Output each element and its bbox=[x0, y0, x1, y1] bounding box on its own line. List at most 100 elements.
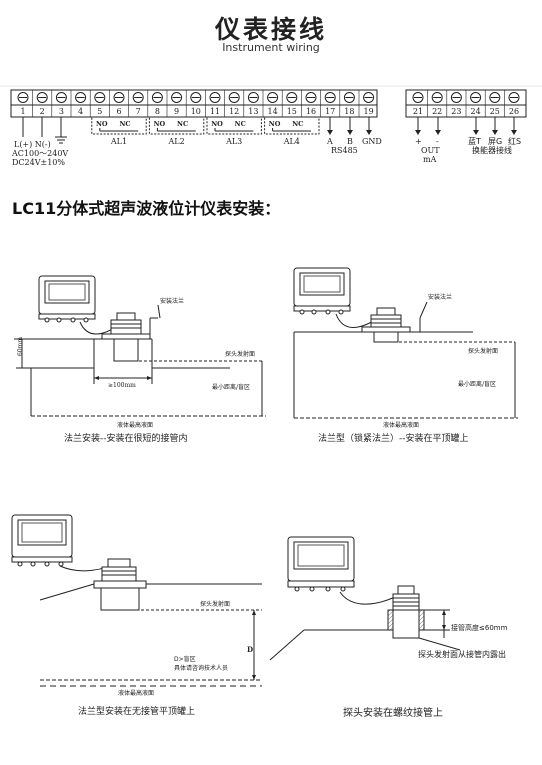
terminal-screw-1 bbox=[17, 92, 29, 103]
wire-color-blue: 蓝T bbox=[468, 136, 481, 146]
out-unit-label: mA bbox=[423, 155, 437, 164]
relay-no-label: NO bbox=[269, 120, 281, 128]
terminal-screw-21 bbox=[412, 92, 424, 103]
caption-2: 法兰型（锁紧法兰）--安装在平顶罐上 bbox=[318, 432, 469, 444]
terminal-screw-8 bbox=[151, 92, 163, 103]
terminal-number: 1 bbox=[20, 107, 25, 116]
terminal-number: 4 bbox=[78, 107, 83, 116]
terminal-number: 7 bbox=[136, 107, 141, 116]
relay-al2: NO NC AL2 bbox=[148, 116, 205, 146]
terminal-screw-5 bbox=[94, 92, 106, 103]
ground-icon bbox=[55, 136, 67, 144]
terminal-screw-17 bbox=[324, 92, 336, 103]
terminal-screw-13 bbox=[247, 92, 259, 103]
terminal-number: 25 bbox=[490, 107, 500, 116]
terminal-number: 13 bbox=[248, 107, 258, 116]
terminal-screw-2 bbox=[36, 92, 48, 103]
diagram-flange-short-nozzle: 60mm ≥100mm 安装法兰 探头发射面 最小距离/盲区 液体最高液面 法兰… bbox=[14, 275, 266, 444]
note-consult: 具体请咨询技术人员 bbox=[174, 664, 228, 672]
terminal-number: 10 bbox=[191, 107, 201, 116]
terminal-number: 5 bbox=[97, 107, 102, 116]
terminal-number: 24 bbox=[471, 107, 481, 116]
rs485-b-label: B bbox=[347, 137, 353, 146]
terminal-screw-6 bbox=[113, 92, 125, 103]
relay-nc-label: NC bbox=[292, 120, 303, 128]
level-label-3: 液体最高液面 bbox=[118, 689, 154, 697]
terminal-screw-24 bbox=[470, 92, 482, 103]
terminal-screw-10 bbox=[190, 92, 202, 103]
terminal-screw-4 bbox=[75, 92, 87, 103]
caption-1: 法兰安装--安装在很短的接管内 bbox=[64, 432, 188, 444]
relay-nc-label: NC bbox=[177, 120, 188, 128]
face-label-4: 探头发射面从接管内露出 bbox=[418, 649, 506, 659]
relay-name-label: AL2 bbox=[168, 137, 185, 146]
power-label: L(+) N(-) bbox=[14, 140, 51, 149]
face-label-1: 探头发射面 bbox=[225, 350, 255, 358]
terminal-number: 8 bbox=[155, 107, 160, 116]
wire-color-red: 红S bbox=[508, 136, 521, 146]
relay-nc-label: NC bbox=[119, 120, 130, 128]
power-dc-label: DC24V±10% bbox=[12, 158, 65, 167]
terminal-screw-3 bbox=[55, 92, 67, 103]
page-subtitle: Instrument wiring bbox=[222, 41, 320, 54]
blind-label-2: 最小距离/盲区 bbox=[458, 380, 496, 388]
controller-box bbox=[38, 275, 96, 323]
out-plus-label: + bbox=[415, 137, 422, 146]
terminal-number: 17 bbox=[325, 107, 335, 116]
relay-name-label: AL4 bbox=[283, 137, 300, 146]
transducer-label: 换能器接线 bbox=[472, 145, 512, 155]
terminal-number: 2 bbox=[40, 107, 45, 116]
caption-4: 探头安装在螺纹接管上 bbox=[343, 706, 443, 719]
terminal-number: 19 bbox=[364, 107, 374, 116]
terminal-screw-9 bbox=[171, 92, 183, 103]
out-minus-label: - bbox=[436, 137, 439, 146]
terminal-screw-11 bbox=[209, 92, 221, 103]
diagram-flange-no-nozzle: 探头发射面 D D>盲区 具体请咨询技术人员 液体最高液面 法兰型安装在无接管平… bbox=[11, 514, 262, 717]
section-title: LC11分体式超声波液位计仪表安装： bbox=[12, 199, 281, 218]
relay-al4: NO NC AL4 bbox=[264, 116, 320, 146]
terminal-screw-12 bbox=[228, 92, 240, 103]
terminal-screw-25 bbox=[489, 92, 501, 103]
face-label-2: 探头发射面 bbox=[468, 347, 498, 355]
terminal-screw-26 bbox=[508, 92, 520, 103]
level-label-1: 液体最高液面 bbox=[117, 421, 153, 429]
relay-nc-label: NC bbox=[235, 120, 246, 128]
terminal-number: 23 bbox=[451, 107, 461, 116]
terminal-screw-15 bbox=[286, 92, 298, 103]
terminal-screw-7 bbox=[132, 92, 144, 103]
diagram-thread-nozzle: 接管高度≤60mm 探头发射面从接管内露出 探头安装在螺纹接管上 bbox=[269, 536, 508, 719]
height-60mm-label: 60mm bbox=[17, 337, 24, 356]
out-label: OUT bbox=[421, 146, 440, 155]
terminal-number: 21 bbox=[413, 107, 423, 116]
terminal-screw-22 bbox=[431, 92, 443, 103]
power-ac-label: AC100～240V bbox=[11, 149, 68, 158]
gnd-label: GND bbox=[362, 137, 382, 146]
wire-color-shield: 屏G bbox=[488, 137, 502, 146]
terminal-number: 16 bbox=[306, 107, 316, 116]
width-100mm-label: ≥100mm bbox=[108, 382, 136, 389]
relay-no-label: NO bbox=[211, 120, 223, 128]
relay-no-label: NO bbox=[96, 120, 108, 128]
terminal-number: 9 bbox=[174, 107, 179, 116]
terminal-screw-19 bbox=[363, 92, 375, 103]
relay-no-label: NO bbox=[154, 120, 166, 128]
controller-box bbox=[293, 267, 351, 315]
terminal-screw-23 bbox=[450, 92, 462, 103]
diagram-flange-flat-top: 安装法兰 探头发射面 最小距离/盲区 液体最高液面 法兰型（锁紧法兰）--安装在… bbox=[293, 267, 518, 444]
terminal-number: 15 bbox=[287, 107, 297, 116]
flange-label-2: 安装法兰 bbox=[428, 293, 452, 301]
page-title: 仪表接线 bbox=[214, 15, 327, 44]
terminal-number: 18 bbox=[344, 107, 354, 116]
terminal-number: 11 bbox=[210, 107, 220, 116]
face-label-3: 探头发射面 bbox=[200, 600, 230, 608]
note-d-blind: D>盲区 bbox=[174, 655, 196, 663]
terminal-screw-16 bbox=[305, 92, 317, 103]
terminal-number: 6 bbox=[116, 107, 121, 116]
controller-box bbox=[287, 536, 355, 592]
terminal-screw-18 bbox=[343, 92, 355, 103]
terminal-number: 22 bbox=[432, 107, 442, 116]
caption-3: 法兰型安装在无接管平顶罐上 bbox=[78, 705, 195, 717]
